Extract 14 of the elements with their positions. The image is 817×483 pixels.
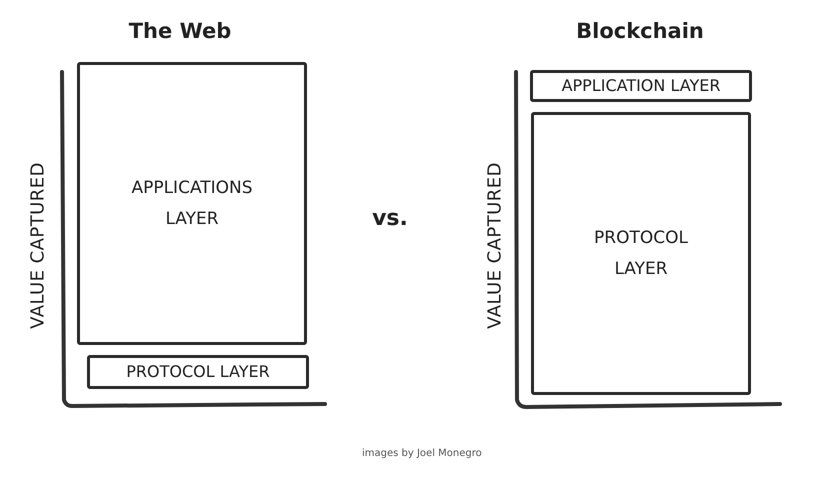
layer-box (77, 62, 307, 345)
axis-label: VALUE CAPTURED (484, 161, 506, 331)
credit-text: images by Joel Monegro (362, 447, 483, 461)
layer-box (87, 355, 309, 389)
layer-label: PROTOCOL LAYER (593, 226, 689, 280)
panel-title: Blockchain (575, 18, 705, 45)
axis-label: VALUE CAPTURED (26, 161, 50, 331)
layer-label: PROTOCOL LAYER (126, 360, 270, 383)
panel-title: The Web (128, 18, 232, 45)
layer-box (530, 70, 752, 102)
layer-label: APPLICATIONS LAYER (130, 176, 254, 230)
layer-box (531, 112, 751, 395)
layer-label: APPLICATION LAYER (562, 74, 720, 97)
versus-text: vs. (371, 205, 409, 233)
